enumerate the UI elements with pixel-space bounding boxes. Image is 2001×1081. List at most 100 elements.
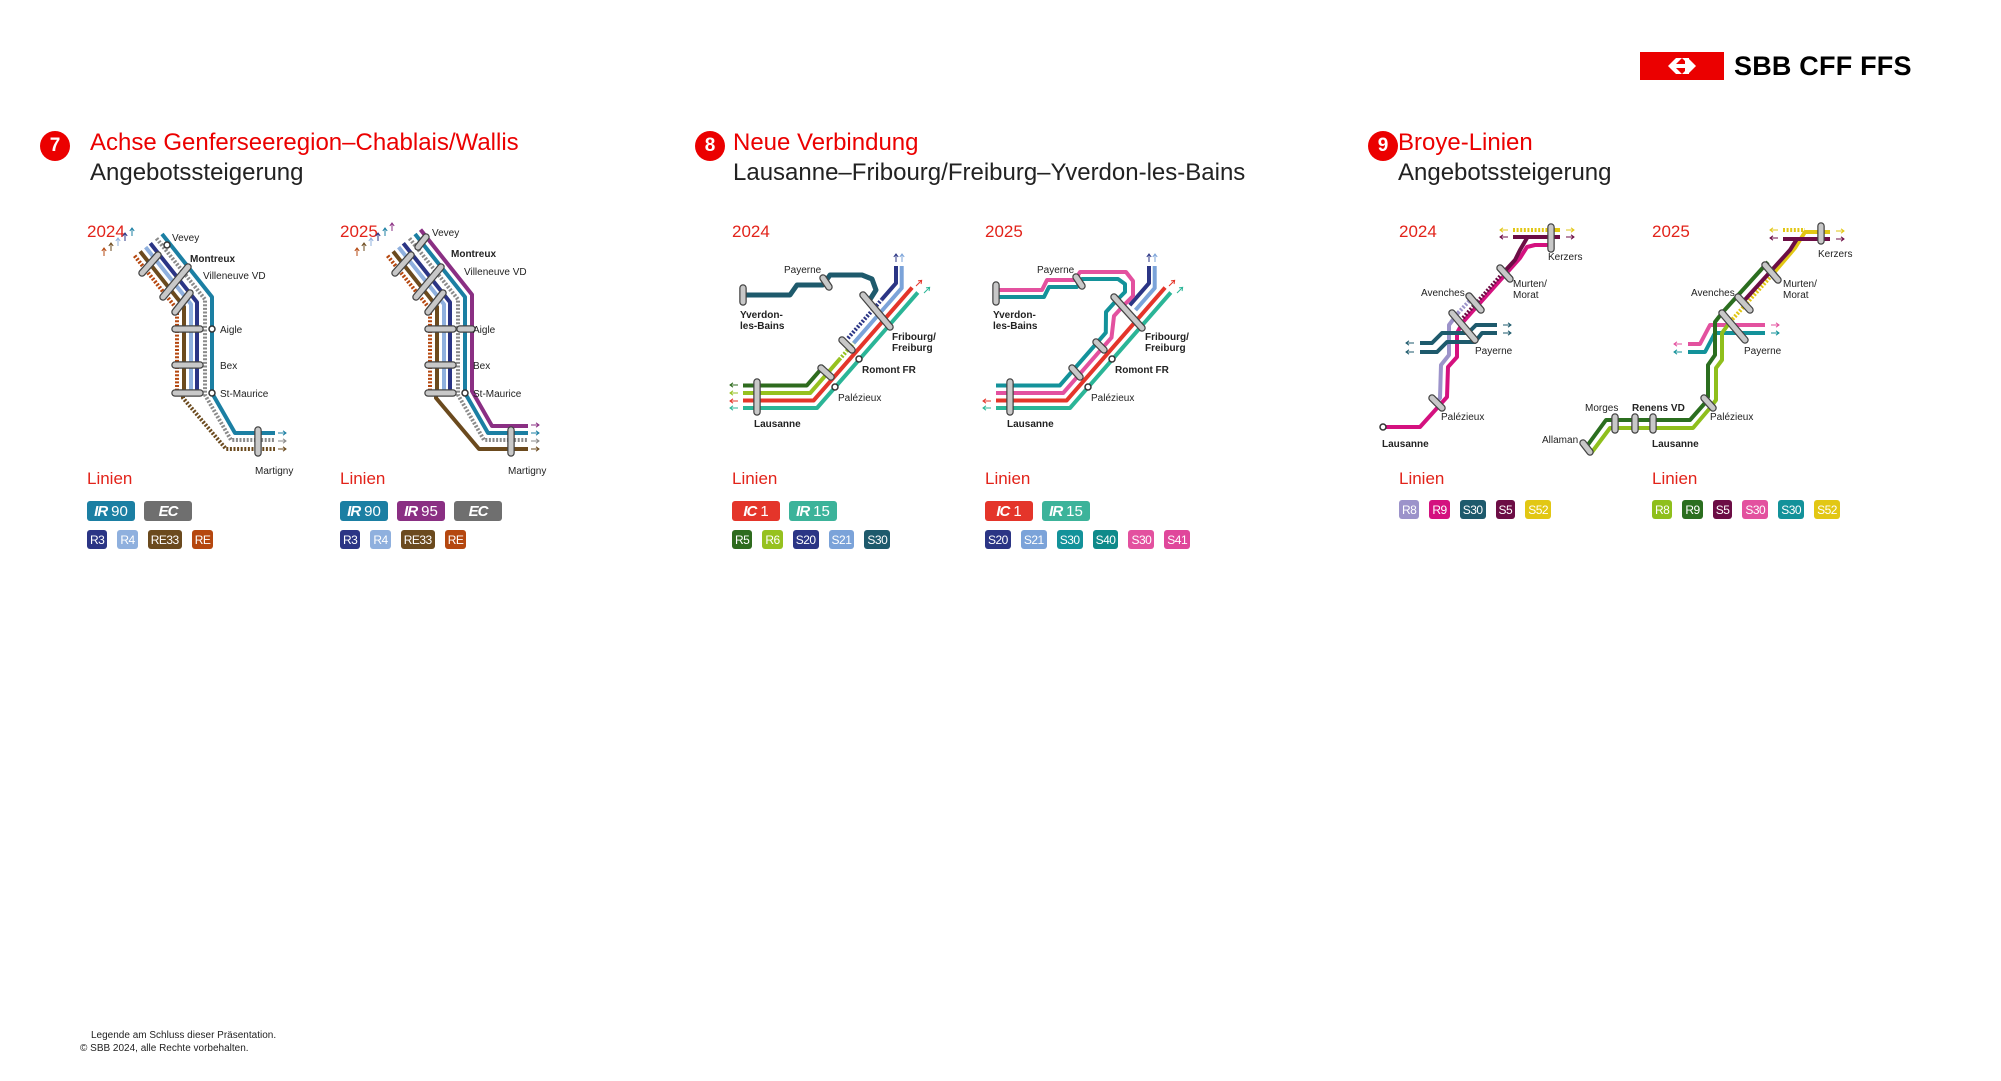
direction-arrow-icon	[982, 398, 991, 404]
product-number: 15	[1066, 502, 1083, 520]
station-label: Yverdon-	[740, 310, 783, 321]
line-badge-s52: S52	[1814, 500, 1840, 519]
station-pill-fill	[413, 264, 444, 300]
product-badge-ec: EC	[454, 501, 502, 521]
direction-arrow-icon	[122, 232, 128, 241]
direction-arrow-icon	[729, 398, 738, 404]
direction-arrow-icon	[1771, 330, 1780, 336]
product-prefix: IR	[1049, 502, 1063, 520]
route-line	[743, 291, 920, 410]
direction-arrow-icon	[1146, 253, 1152, 262]
route-line	[996, 286, 1167, 403]
route-line	[996, 270, 1135, 395]
station-label: les-Bains	[993, 321, 1038, 332]
station-pill-fill	[1497, 265, 1513, 282]
route-line	[1420, 331, 1497, 354]
direction-arrow-icon	[1503, 322, 1512, 328]
station-label: les-Bains	[740, 321, 785, 332]
direction-arrow-icon	[1168, 279, 1176, 287]
station-pill-fill	[1701, 395, 1716, 411]
direction-arrow-icon	[115, 237, 121, 246]
sbb-double-arrow-icon	[1640, 52, 1724, 80]
linien-label: Linien	[732, 469, 778, 488]
direction-arrow-icon	[1836, 228, 1845, 234]
station-label: Bex	[220, 361, 237, 372]
station-label: Montreux	[451, 249, 496, 260]
station-label: Kerzers	[1818, 249, 1852, 260]
linien-label: Linien	[87, 469, 133, 488]
route-line	[743, 272, 879, 303]
station-label: Morat	[1783, 290, 1809, 301]
product-number: 90	[364, 502, 381, 520]
route-line	[1585, 260, 1770, 448]
route-line	[1461, 271, 1505, 320]
station-dot	[1084, 383, 1092, 391]
line-badge-s30: S30	[1778, 500, 1805, 519]
station-pill-fill	[1069, 365, 1083, 380]
direction-arrow-icon	[375, 232, 381, 241]
direction-arrow-icon	[354, 247, 360, 256]
direction-arrow-icon	[923, 286, 931, 294]
line-badge-s52: S52	[1525, 500, 1552, 519]
station-pill-fill	[1735, 294, 1753, 313]
sbb-logo: SBB CFF FFS	[1640, 51, 1912, 81]
direction-arrow-icon	[1769, 235, 1778, 241]
direction-arrow-icon	[729, 390, 738, 396]
route-line	[846, 298, 884, 340]
section-title: Achse Genferseeregion–Chablais/Wallis	[90, 129, 519, 156]
route-line	[743, 364, 826, 388]
route-line	[1128, 266, 1151, 307]
network-map-8-2024: PayerneYverdon-les-BainsFribourg/Freibur…	[729, 253, 936, 430]
section-number-badge: 8	[695, 131, 725, 161]
station-label: Villeneuve VD	[203, 271, 266, 282]
station-label: Montreux	[190, 254, 235, 265]
direction-arrow-icon	[1836, 236, 1845, 242]
direction-arrow-icon	[1503, 330, 1512, 336]
direction-arrow-icon	[1566, 234, 1575, 240]
section-title: Neue Verbindung	[733, 129, 919, 156]
section-subtitle: Angebotssteigerung	[1398, 159, 1612, 186]
station-label: Fribourg/	[892, 332, 936, 343]
direction-arrow-icon	[729, 405, 738, 411]
route-line	[852, 266, 904, 345]
line-badge-re33: RE33	[147, 530, 182, 549]
station-label: Murten/	[1513, 279, 1547, 290]
station-label: Fribourg/	[1145, 332, 1189, 343]
station-pill-fill	[160, 264, 191, 300]
line-badge-s21: S21	[828, 530, 855, 549]
station-label: St-Maurice	[220, 389, 269, 400]
route-line	[1133, 266, 1157, 312]
station-label: Allaman	[1542, 435, 1578, 446]
line-badge-r8: R8	[1399, 500, 1420, 519]
station-label: Romont FR	[1115, 365, 1170, 376]
direction-arrow-icon	[531, 430, 540, 436]
direction-arrow-icon	[278, 446, 287, 452]
product-prefix: IR	[94, 502, 108, 520]
panel-year: 2024	[732, 222, 770, 241]
section-number-badge: 7	[40, 131, 70, 161]
station-pill-fill	[1073, 274, 1085, 289]
direction-arrow-icon	[531, 422, 540, 428]
station-label: Aigle	[473, 325, 496, 336]
station-pill-fill	[839, 337, 855, 353]
product-number: 90	[111, 502, 128, 520]
line-badge-r3: R3	[340, 530, 361, 549]
station-dot	[461, 389, 469, 397]
line-badge-s5: S5	[1495, 500, 1516, 519]
route-line	[743, 286, 914, 403]
route-line	[1740, 237, 1830, 305]
station-label: Aigle	[220, 325, 243, 336]
station-dot	[163, 241, 171, 249]
station-pill-fill	[860, 292, 893, 330]
line-badge-re: RE	[444, 530, 467, 549]
direction-arrow-icon	[899, 253, 905, 262]
station-label: Martigny	[255, 466, 293, 477]
direction-arrow-icon	[729, 382, 738, 388]
station-dot	[1108, 355, 1116, 363]
station-pill-fill	[415, 234, 429, 250]
